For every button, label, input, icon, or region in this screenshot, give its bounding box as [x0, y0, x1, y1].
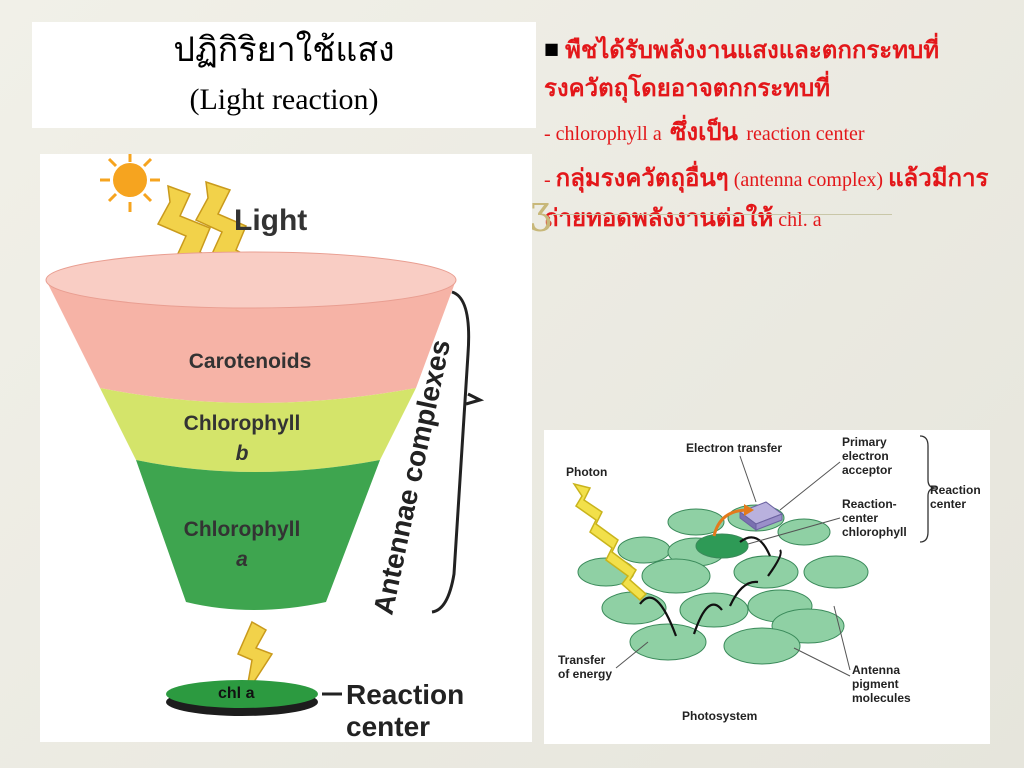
antenna-label-2: pigment	[852, 677, 899, 691]
decorative-scroll-icon: ʒ	[530, 188, 552, 232]
sun-icon	[100, 152, 160, 212]
title-box: ปฏิกิริยาใช้แสง (Light reaction)	[32, 22, 536, 128]
chlorophyll-a-layer	[136, 460, 380, 610]
photon-bolt-icon	[572, 482, 648, 602]
bullet-line-3-thai-2: แล้วมีการถ่ายทอดพลังงานต่อให้	[544, 164, 989, 232]
photosystem-svg: Photon Electron transfer Primary electro…	[558, 435, 981, 723]
divider-line	[552, 214, 892, 215]
funnel-top-rim	[45, 251, 457, 309]
funnel-svg: Light Carotenoids Chlorophyll b Chloroph…	[45, 152, 485, 742]
chlorophyll-a-label-fig: Chlorophyll	[184, 518, 301, 541]
bullet-text: ■พืชได้รับพลังงานแสงและตกกระทบที่รงควัตถ…	[544, 30, 1004, 239]
rc-label-2: center	[930, 497, 966, 511]
rcc-label-3: chlorophyll	[842, 525, 907, 539]
antenna-complex-label: (antenna complex)	[728, 169, 889, 191]
bullet-line-1-text: พืชได้รับพลังงานแสงและตกกระทบที่รงควัตถุ…	[544, 36, 940, 102]
bullet-line-2-thai: ซึ่งเป็น	[661, 118, 747, 146]
reaction-center-label: reaction center	[746, 123, 865, 145]
bullet-line-3-thai: กลุ่มรงควัตถุอื่นๆ	[555, 164, 729, 192]
antenna-discs	[577, 504, 869, 665]
funnel-figure: Light Carotenoids Chlorophyll b Chloroph…	[40, 152, 532, 742]
square-bullet-icon: ■	[544, 39, 560, 58]
antenna-label-1: Antenna	[852, 663, 900, 677]
photosystem-figure: Photon Electron transfer Primary electro…	[544, 430, 990, 744]
bullet-line-3: - กลุ่มรงควัตถุอื่นๆ (antenna complex) แ…	[544, 159, 1004, 239]
rc-label-1: Reaction	[930, 483, 981, 497]
electron-arrow	[712, 508, 749, 537]
antennae-bracket	[431, 290, 471, 614]
disc-label: chl a	[218, 685, 255, 702]
reaction-center-bracket	[919, 435, 937, 543]
primary-label-1: Primary	[842, 435, 887, 449]
energy-bolt-icon	[237, 620, 274, 695]
primary-label-2: electron	[842, 449, 889, 463]
center-label: center	[346, 711, 430, 742]
carotenoids-label: Carotenoids	[189, 350, 312, 373]
light-label: Light	[234, 204, 307, 237]
antenna-label-3: molecules	[852, 691, 911, 705]
rcc-label-1: Reaction-	[842, 497, 897, 511]
photosystem-caption: Photosystem	[682, 709, 757, 723]
chl-a-disc	[166, 680, 318, 708]
transfer-label-2: of energy	[558, 667, 612, 681]
photon-label: Photon	[566, 465, 607, 479]
bullet-line-2: - chlorophyll a ซึ่งเป็น reaction center	[544, 113, 1004, 153]
energy-transfer-arrows	[639, 536, 782, 637]
carotenoids-layer	[46, 280, 456, 403]
title-english: (Light reaction)	[189, 83, 379, 116]
electron-transfer-label: Electron transfer	[686, 441, 782, 455]
chlorophyll-a-letter: a	[236, 548, 248, 571]
rcc-label-2: center	[842, 511, 878, 525]
reaction-label: Reaction	[346, 679, 464, 710]
chlorophyll-b-label: Chlorophyll	[184, 412, 301, 435]
chlorophyll-a-label: - chlorophyll a	[544, 123, 662, 145]
bullet-line-1: ■พืชได้รับพลังงานแสงและตกกระทบที่รงควัตถ…	[544, 30, 1004, 107]
reaction-center-disc	[695, 533, 749, 559]
transfer-label-1: Transfer	[558, 653, 606, 667]
chl-a-label: chl. a	[773, 209, 822, 231]
dash-prefix: -	[544, 169, 556, 191]
chlorophyll-b-letter: b	[236, 442, 249, 465]
chlorophyll-b-layer	[100, 388, 416, 472]
primary-acceptor-icon	[738, 501, 784, 531]
primary-label-3: acceptor	[842, 463, 892, 477]
title-thai: ปฏิกิริยาใช้แสง	[173, 30, 395, 70]
